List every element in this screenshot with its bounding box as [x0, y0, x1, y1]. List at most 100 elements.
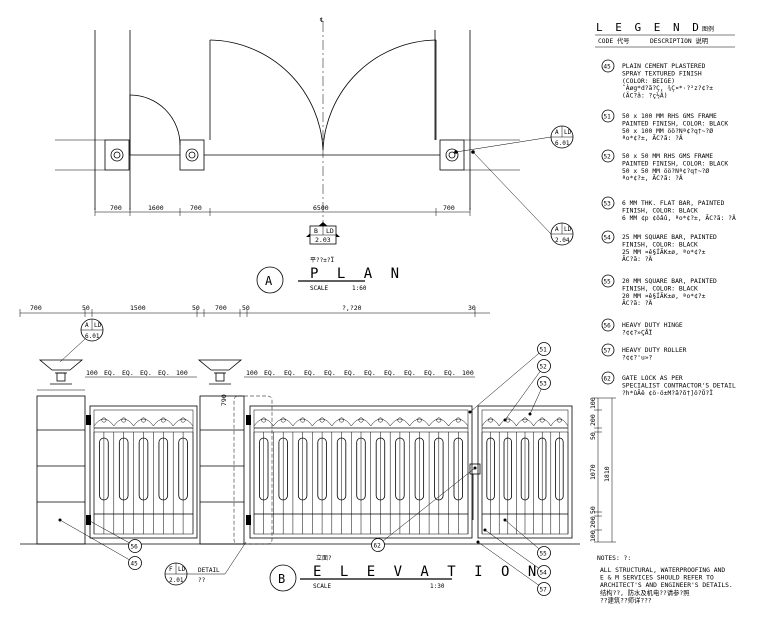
legend-line: FINISH, COLOR: BLACK	[622, 207, 698, 214]
plan-title-cn: 平??±?Ï	[310, 257, 334, 264]
plan-tag-bottom: 2.03	[315, 236, 331, 244]
legend-line: ?h*ûÃê ¢ö·ö±M?ã?õ†]ö?Ö?Ï	[622, 388, 713, 397]
notes-line: ALL STRUCTURAL, WATERPROOFING AND	[600, 567, 725, 574]
elev-tag-62: 62	[371, 466, 477, 552]
legend-line: 6 MM ¢p ¢öâû, ªo*¢?±, ÃC?ã: ?Ä	[622, 213, 736, 222]
elev-tag-code: 45	[131, 560, 139, 567]
legend-line: 50 x 100 MM öö?Nª¢?q†~?Ø	[622, 127, 713, 135]
elev-tag-code: 51	[540, 346, 548, 353]
eq-mid-5: EQ.	[344, 369, 356, 377]
legend-line: 25 MM ¤ê§ÍÃK±ø, ªo*¢?±	[622, 247, 706, 256]
notes: NOTES: ?: ALL STRUCTURAL, WATERPROOFING …	[597, 555, 733, 604]
legend-line: PAINTED FINISH, COLOR: BLACK	[622, 120, 728, 127]
eq-mid-100a: 100	[246, 369, 258, 377]
elevation-view: 700 50 1500 50 700 50 ?,?20 30 A LD 6.01	[19, 304, 616, 596]
callout1-top: A	[555, 129, 559, 136]
plan-tag-top: B	[314, 227, 318, 235]
hinge-icon	[246, 515, 251, 525]
plan-tag-right: LD	[326, 227, 334, 235]
elev-tag-code: 53	[540, 380, 548, 387]
legend-code: 56	[604, 322, 612, 329]
eq-mid-100b: 100	[462, 369, 474, 377]
rdim-4: 1070	[589, 464, 597, 480]
legend-line: ªo*¢?±, ÃC?ã: ?Ä	[622, 173, 683, 182]
notes-title: NOTES: ?:	[597, 555, 631, 562]
plan-label: A	[265, 274, 273, 288]
legend-line: 20 MM SQUARE BAR, PAINTED	[622, 278, 717, 285]
elev-tag-code: 56	[131, 543, 139, 550]
legend-line: (ÃC?ã: ?ç½Ã)	[622, 91, 668, 100]
legend-col-desc: DESCRIPTION 说明	[650, 36, 708, 45]
legend-code: 52	[604, 153, 612, 160]
rdim-8: 100	[589, 530, 597, 542]
eq-mid-10: EQ.	[444, 369, 456, 377]
legend: L E G E N D 图例 CODE 代号 DESCRIPTION 说明 45…	[595, 21, 736, 397]
legend-code: 55	[604, 278, 612, 285]
dim-790: 790	[220, 394, 228, 406]
eq-mid-3: EQ.	[304, 369, 316, 377]
elev-tag-code: 55	[540, 550, 548, 557]
legend-line: 50 x 50 MM öö?Nª¢?q†~?Ø	[622, 167, 709, 175]
notes-line: ??建筑??师详???	[600, 595, 652, 604]
eq-mid-2: EQ.	[284, 369, 296, 377]
legend-line: 50 x 50 MM RHS GMS FRAME	[622, 153, 713, 160]
plan-dim-3: 700	[190, 204, 202, 212]
legend-line: ÃC?ã: ?Ä	[622, 254, 653, 263]
rdim-3: 50	[589, 432, 597, 440]
plan-scale-value: 1:60	[352, 285, 367, 292]
elev-top-dim-3: 1500	[130, 304, 146, 312]
detail-cn: ??	[198, 577, 206, 584]
eq-left-100a: 100	[86, 369, 98, 377]
eq-mid-4: EQ.	[324, 369, 336, 377]
legend-title: L E G E N D	[596, 21, 702, 34]
right-urn	[197, 359, 243, 385]
plan-dim-2: 1600	[148, 204, 164, 212]
elev-top-dim-6: 50	[242, 304, 250, 312]
elev-scale: SCALE	[313, 583, 331, 590]
legend-code: 57	[604, 347, 612, 354]
plan-title: P L A N	[310, 266, 404, 282]
legend-code: 62	[604, 375, 612, 382]
elev-scale-value: 1:30	[430, 583, 445, 590]
notes-line: ARCHITECT'S AND ENGINEER'S DETAILS.	[600, 582, 733, 589]
detail-tag-right: LD	[178, 566, 186, 573]
elev-tag-code: 52	[540, 363, 548, 370]
elev-label: B	[278, 572, 285, 586]
elev-tag-53: 53	[528, 376, 551, 416]
hinge-icon	[246, 415, 251, 425]
legend-line: FINISH, COLOR: BLACK	[622, 285, 698, 292]
eq-left-3: EQ.	[140, 369, 152, 377]
elev-callout-right: LD	[94, 322, 102, 329]
plan-section-tag: B LD 2.03	[306, 222, 340, 245]
right-pillar	[199, 395, 273, 545]
callout2-top: A	[555, 226, 559, 233]
legend-line: 6 MM THK. FLAT BAR, PAINTED	[622, 200, 725, 207]
elev-tag-52: 52	[503, 359, 551, 422]
eq-mid-6: EQ.	[364, 369, 376, 377]
plan-callout-1: A LD 6.01	[454, 125, 574, 154]
plan-dim-1: 700	[110, 204, 122, 212]
legend-line: 50 x 100 MM RHS GMS FRAME	[622, 113, 717, 120]
eq-mid-9: EQ.	[424, 369, 436, 377]
elev-top-dim-7: ?,?20	[342, 304, 362, 312]
legend-line: ?¢¢?'u»?	[622, 354, 653, 361]
plan-dim-5: 700	[443, 204, 455, 212]
callout1-right: LD	[564, 129, 572, 136]
legend-line: SPECIALIST CONTRACTOR'S DETAIL	[622, 382, 736, 389]
legend-line: ªo*¢?±, ÃC?ã: ?Ä	[622, 133, 683, 142]
gate-panel-middle	[249, 405, 473, 539]
centerline-symbol: ℄	[319, 17, 324, 24]
legend-line: (COLOR: BEIGE)	[622, 78, 675, 85]
legend-line: HEAVY DUTY HINGE	[622, 322, 683, 329]
eq-mid-8: EQ.	[404, 369, 416, 377]
eq-mid-1: EQ.	[264, 369, 276, 377]
plan-dim-4: 6500	[313, 204, 329, 212]
